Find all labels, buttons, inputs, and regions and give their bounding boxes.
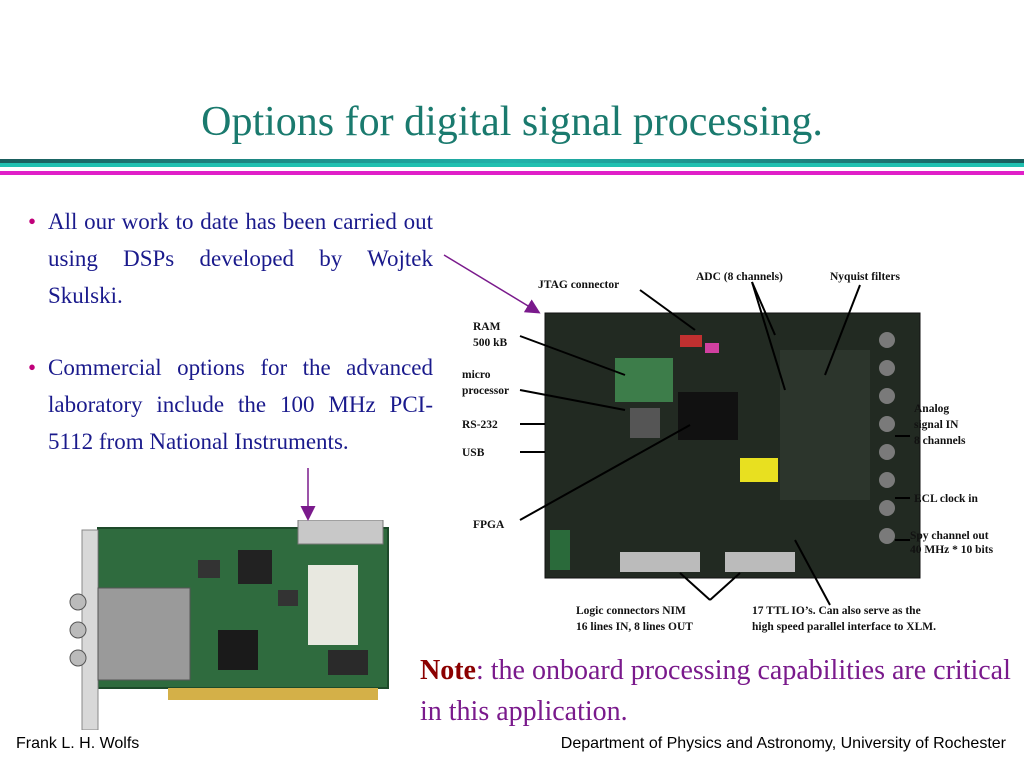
- header-rule-magenta: [0, 171, 1024, 175]
- label-analog-1: Analog: [914, 403, 949, 415]
- label-usb: USB: [462, 447, 485, 459]
- note-text: Note: the onboard processing capabilitie…: [420, 650, 1020, 732]
- label-nyquist: Nyquist filters: [830, 271, 900, 283]
- slide-title: Options for digital signal processing.: [201, 99, 823, 145]
- label-logic-1: Logic connectors NIM: [576, 605, 686, 617]
- bullet-item: • Commercial options for the advanced la…: [28, 349, 433, 460]
- pci-card-image: [69, 520, 389, 730]
- arrow-to-dsp: [443, 254, 541, 314]
- footer-author: Frank L. H. Wolfs: [16, 735, 140, 752]
- bullet-text: All our work to date has been carried ou…: [48, 209, 433, 308]
- header-rule-teal: [0, 163, 1024, 167]
- label-ram-1: RAM: [473, 321, 501, 333]
- bullet-list: • All our work to date has been carried …: [28, 203, 433, 495]
- bullet-text: Commercial options for the advanced labo…: [48, 355, 433, 454]
- label-spy-2: 40 MHz * 10 bits: [910, 544, 994, 556]
- label-spy-1: Spy channel out: [910, 530, 989, 542]
- label-logic-2: 16 lines IN, 8 lines OUT: [576, 621, 693, 633]
- label-analog-3: 8 channels: [914, 435, 966, 447]
- label-adc: ADC (8 channels): [696, 271, 783, 283]
- footer-department: Department of Physics and Astronomy, Uni…: [560, 735, 1006, 752]
- label-micro-1: micro: [462, 369, 491, 381]
- bullet-symbol: •: [28, 209, 37, 234]
- dsp-board-diagram: JTAG connector ADC (8 channels) Nyquist …: [462, 271, 994, 633]
- note-body: : the onboard processing capabilities ar…: [420, 655, 1011, 727]
- header-rule-dark: [0, 159, 1024, 163]
- label-fpga: FPGA: [473, 519, 505, 531]
- label-analog-2: signal IN: [914, 419, 959, 431]
- label-micro-2: processor: [462, 385, 509, 397]
- note-label: Note: [420, 655, 476, 686]
- label-ram-2: 500 kB: [473, 337, 508, 349]
- bullet-item: • All our work to date has been carried …: [28, 203, 433, 314]
- label-ttl-1: 17 TTL IO’s. Can also serve as the: [752, 605, 921, 617]
- label-jtag: JTAG connector: [538, 279, 619, 291]
- label-ttl-2: high speed parallel interface to XLM.: [752, 621, 936, 633]
- bullet-symbol: •: [28, 355, 37, 380]
- label-ecl: ECL clock in: [914, 493, 979, 505]
- label-rs232: RS-232: [462, 419, 498, 431]
